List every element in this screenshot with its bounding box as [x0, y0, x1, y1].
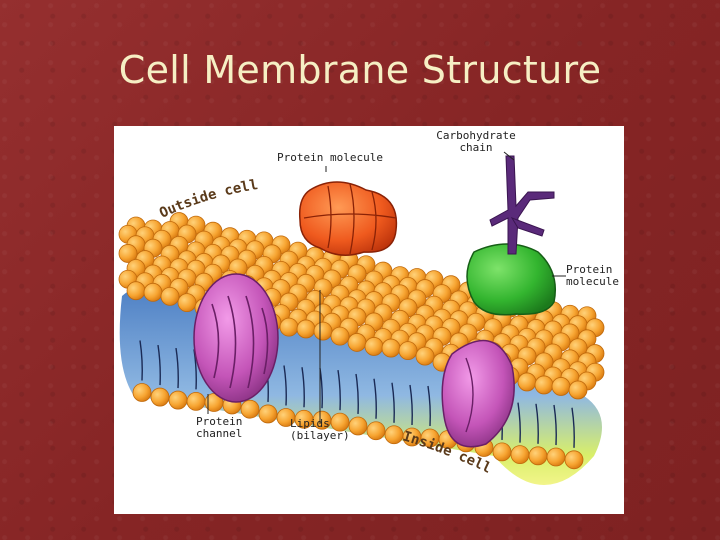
- lipid-tail: [175, 347, 179, 389]
- lipid-head: [279, 317, 299, 337]
- lipid-tail: [535, 403, 539, 444]
- lipid-head: [348, 416, 368, 436]
- lipid-head: [564, 450, 584, 470]
- lipid-head: [546, 447, 566, 467]
- lipid-head: [160, 286, 180, 306]
- slide-title: Cell Membrane Structure: [118, 48, 602, 92]
- lipid-head: [366, 421, 386, 441]
- lipid-head: [186, 392, 206, 411]
- lipid-head: [313, 321, 333, 341]
- lipid-tail: [517, 402, 521, 443]
- label-carbohydrate-chain: Carbohydrate chain: [436, 129, 516, 154]
- leader-lines: [207, 151, 566, 424]
- lipid-tail: [373, 378, 377, 419]
- lipid-tail: [157, 344, 161, 386]
- lipid-tail: [553, 404, 557, 446]
- lipid-head: [132, 383, 152, 402]
- lipid-head: [528, 446, 548, 466]
- membrane-diagram: Outside cell Inside cell Carbohydrate ch…: [114, 126, 624, 514]
- label-lipids-bilayer: Lipids (bilayer): [290, 417, 350, 442]
- lipid-tail: [571, 407, 575, 448]
- lipid-head: [330, 326, 350, 346]
- lipid-head: [177, 293, 197, 313]
- lipid-head: [240, 399, 260, 419]
- lipid-head: [296, 319, 316, 339]
- protein-molecule-right: [466, 243, 556, 316]
- lipid-head: [510, 445, 530, 465]
- label-protein-channel: Protein channel: [196, 415, 243, 440]
- lipid-head: [126, 281, 146, 301]
- lipid-head: [150, 387, 170, 407]
- lipid-tail: [409, 384, 413, 426]
- lipid-head: [258, 404, 278, 424]
- lipid-tail: [283, 365, 287, 406]
- label-outside-cell: Outside cell: [157, 177, 259, 222]
- label-protein-molecule-top: Protein molecule: [277, 151, 383, 164]
- lipid-head: [118, 244, 138, 263]
- lipid-head: [143, 282, 163, 302]
- lipid-head: [330, 412, 350, 432]
- protein-channel: [193, 273, 279, 403]
- lipid-head: [384, 425, 404, 445]
- lipid-tail: [355, 373, 359, 415]
- lipid-head: [364, 337, 384, 356]
- lipid-tail: [337, 370, 341, 411]
- lipid-tail: [427, 385, 431, 427]
- lipid-head: [517, 372, 537, 392]
- lipid-head: [551, 377, 571, 396]
- carbohydrate-chain: [489, 155, 555, 255]
- protein-integral-lower: [441, 339, 515, 448]
- lipid-tail: [391, 382, 395, 423]
- lipid-head: [381, 338, 401, 358]
- lipid-tail: [139, 340, 143, 381]
- lipid-head: [347, 333, 367, 352]
- membrane-illustration: Outside cell Inside cell: [118, 151, 605, 485]
- label-protein-molecule-right: Protein molecule: [566, 263, 619, 288]
- lipid-head: [492, 442, 512, 462]
- lipid-head: [415, 346, 435, 366]
- lipid-head: [398, 341, 418, 361]
- lipid-head: [568, 380, 588, 400]
- lipid-tail: [301, 367, 305, 408]
- lipid-head: [534, 375, 554, 395]
- lipid-head: [168, 390, 188, 410]
- protein-molecule-top: [298, 181, 398, 256]
- svg-text:Outside cell: Outside cell: [157, 177, 259, 222]
